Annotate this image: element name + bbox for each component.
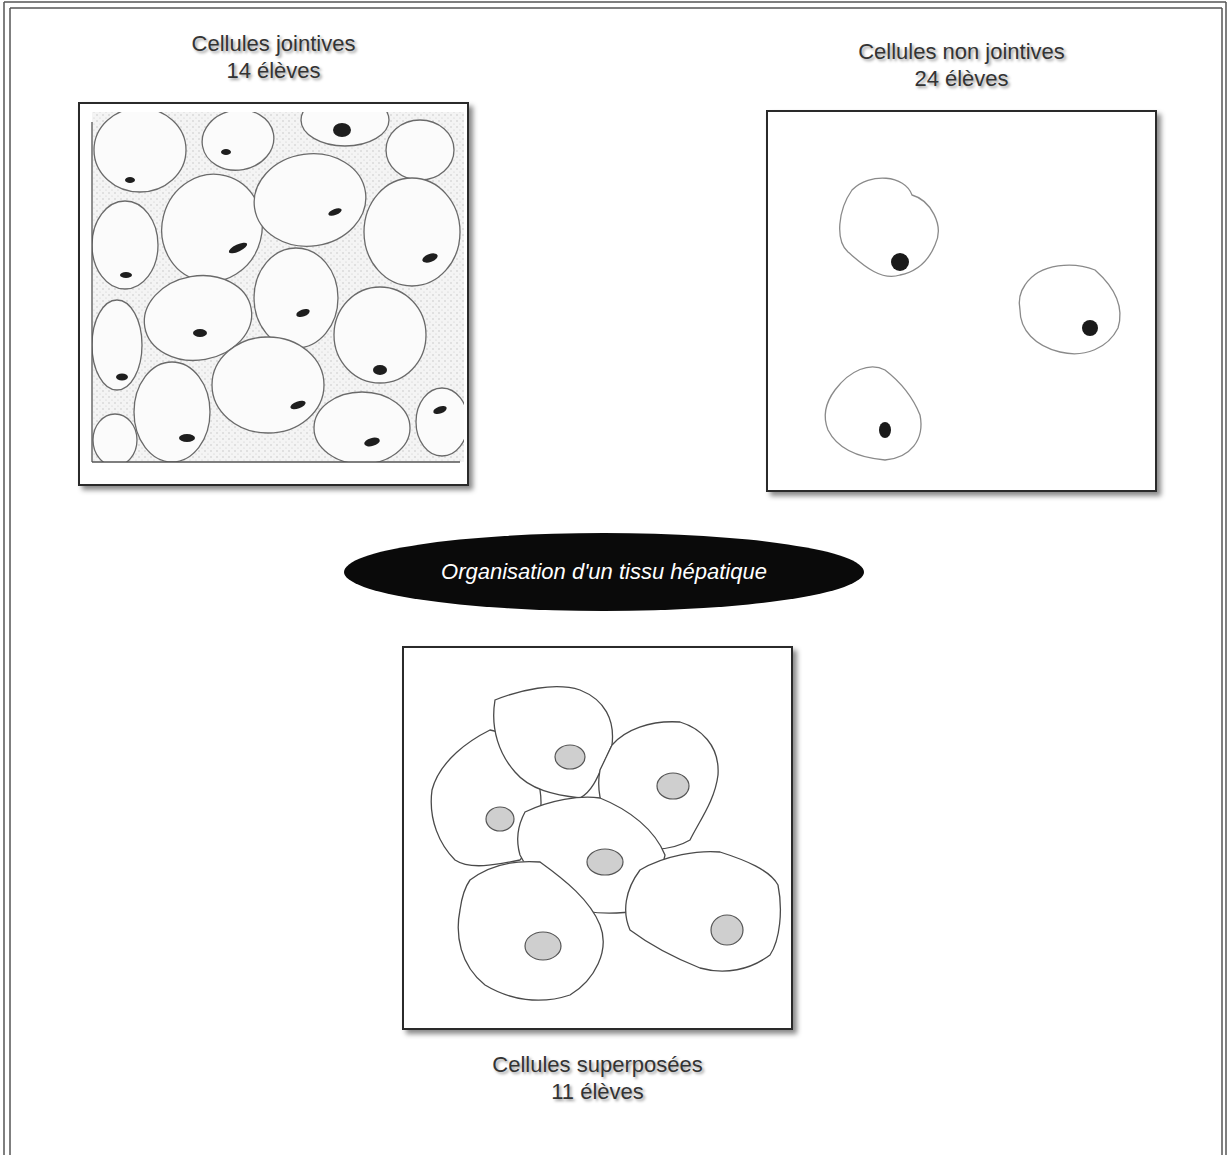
frame-ground <box>766 110 1157 492</box>
stacked-cells <box>431 687 780 1000</box>
title-oval: Organisation d'un tissu hépatique <box>343 532 865 612</box>
panel-frame <box>766 110 1157 492</box>
image-panel: Cellules superposées11 élèves <box>402 646 793 1105</box>
student-count: 11 élèves <box>402 1078 793 1105</box>
panel-heading: Cellules jointives <box>78 30 469 57</box>
separate-cells <box>825 178 1120 460</box>
joined-cells <box>92 112 464 462</box>
panel-heading: Cellules superposées <box>402 1051 793 1078</box>
image-panel: Cellules jointives14 élèves <box>78 30 469 486</box>
student-count: 14 élèves <box>78 57 469 84</box>
panel-frame <box>78 102 469 486</box>
panel-heading: Cellules non jointives <box>766 38 1157 65</box>
figure-border <box>4 2 1226 1155</box>
oval-label: Organisation d'un tissu hépatique <box>441 559 767 585</box>
student-count: 24 élèves <box>766 65 1157 92</box>
image-panel: Cellules non jointives24 élèves <box>766 38 1157 492</box>
frame-ground <box>78 102 469 486</box>
frame-ground <box>402 646 793 1030</box>
panel-frame <box>402 646 793 1030</box>
